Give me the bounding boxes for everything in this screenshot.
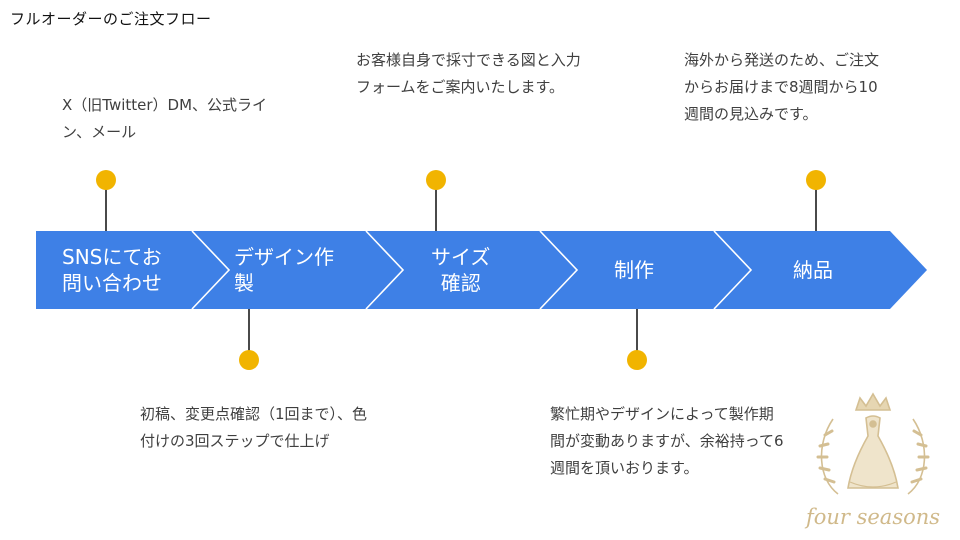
step-5-label: 納品 [793, 258, 833, 282]
step-2-description: 初稿、変更点確認（1回まで）、色 付けの3回ステップで仕上げ [140, 405, 368, 450]
step-3-connector-line [435, 189, 437, 231]
step-3-description: お客様自身で採寸できる図と入力 フォームをご案内いたします。 [356, 51, 581, 96]
chevron-separator-4 [713, 230, 753, 310]
logo-text: four seasons [804, 505, 940, 529]
step-4-label: 制作 [614, 258, 654, 282]
step-3-label: サイズ 確認 [431, 245, 491, 295]
step-1-description: X（旧Twitter）DM、公式ライ ン、メール [62, 96, 268, 141]
step-5-marker-dot [806, 170, 826, 190]
four-seasons-logo: four seasons [804, 392, 940, 529]
wreath-right-icon [907, 418, 926, 495]
step-5-connector-line [815, 189, 817, 231]
chevron-separator-1 [191, 230, 231, 310]
step-3-marker-dot [426, 170, 446, 190]
step-4-connector-line [636, 309, 638, 352]
step-2-connector-line [248, 309, 250, 352]
page-title: フルオーダーのご注文フロー [10, 10, 212, 28]
chevron-separator-3 [539, 230, 579, 310]
step-2-marker-dot [239, 350, 259, 370]
crown-icon [854, 392, 892, 411]
step-1-label: SNSにてお 問い合わせ [62, 245, 162, 295]
step-4-marker-dot [627, 350, 647, 370]
step-2-label: デザイン作 製 [234, 245, 334, 295]
step-4-description: 繁忙期やデザインによって製作期 間が変動ありますが、余裕持って6 週間を頂いおり… [550, 405, 784, 477]
step-1-connector-line [105, 189, 107, 231]
chevron-band-shape [36, 231, 927, 309]
wreath-left-icon [820, 418, 839, 495]
step-5-description: 海外から発送のため、ご注文 からお届けまで8週間から10 週間の見込みです。 [684, 51, 880, 123]
dress-icon [847, 415, 899, 489]
chevron-separator-2 [365, 230, 405, 310]
step-1-marker-dot [96, 170, 116, 190]
